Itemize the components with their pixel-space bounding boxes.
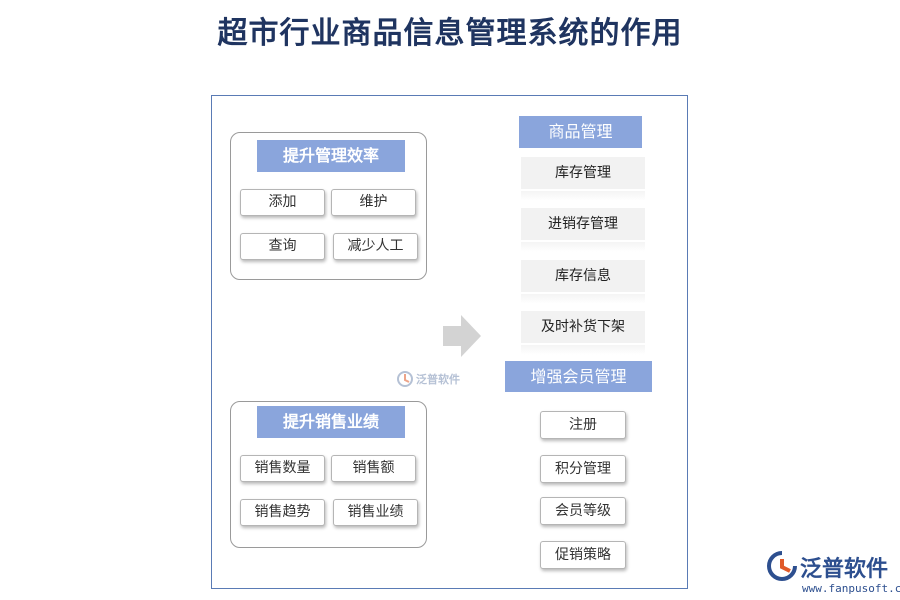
list-item: 进销存管理 — [521, 208, 645, 240]
brand-url: www.fanpusoft.com — [802, 582, 900, 595]
chip-promotion-strategy: 促销策略 — [540, 541, 626, 569]
chip-sales-results: 销售业绩 — [333, 499, 418, 526]
group-header: 增强会员管理 — [505, 361, 652, 392]
chip-sales-trend: 销售趋势 — [240, 499, 325, 526]
right-arrow-icon — [443, 315, 481, 357]
chip-member-level: 会员等级 — [540, 497, 626, 525]
chip-register: 注册 — [540, 411, 626, 439]
brand-logo-icon — [767, 551, 797, 581]
list-item: 库存信息 — [521, 260, 645, 292]
chip-sales-quantity: 销售数量 — [240, 455, 325, 482]
chip-maintain: 维护 — [331, 189, 416, 216]
chip-add: 添加 — [240, 189, 325, 216]
item-reflection — [521, 191, 645, 201]
brand-logo: 泛普软件 www.fanpusoft.com — [766, 551, 900, 597]
list-item: 及时补货下架 — [521, 311, 645, 343]
list-item: 库存管理 — [521, 157, 645, 189]
chip-points-management: 积分管理 — [540, 455, 626, 483]
group-header: 提升销售业绩 — [257, 406, 405, 438]
watermark-text: 泛普软件 — [416, 373, 460, 386]
item-reflection — [521, 345, 645, 355]
item-reflection — [521, 242, 645, 252]
chip-reduce-labor: 减少人工 — [333, 233, 418, 260]
page-title: 超市行业商品信息管理系统的作用 — [217, 16, 683, 51]
watermark-logo-icon — [397, 371, 413, 387]
item-reflection — [521, 294, 645, 304]
brand-name: 泛普软件 — [800, 557, 889, 582]
group-header: 商品管理 — [519, 116, 642, 148]
group-header: 提升管理效率 — [257, 140, 405, 172]
chip-query: 查询 — [240, 233, 325, 260]
chip-sales-amount: 销售额 — [331, 455, 416, 482]
watermark: 泛普软件 — [397, 371, 460, 387]
